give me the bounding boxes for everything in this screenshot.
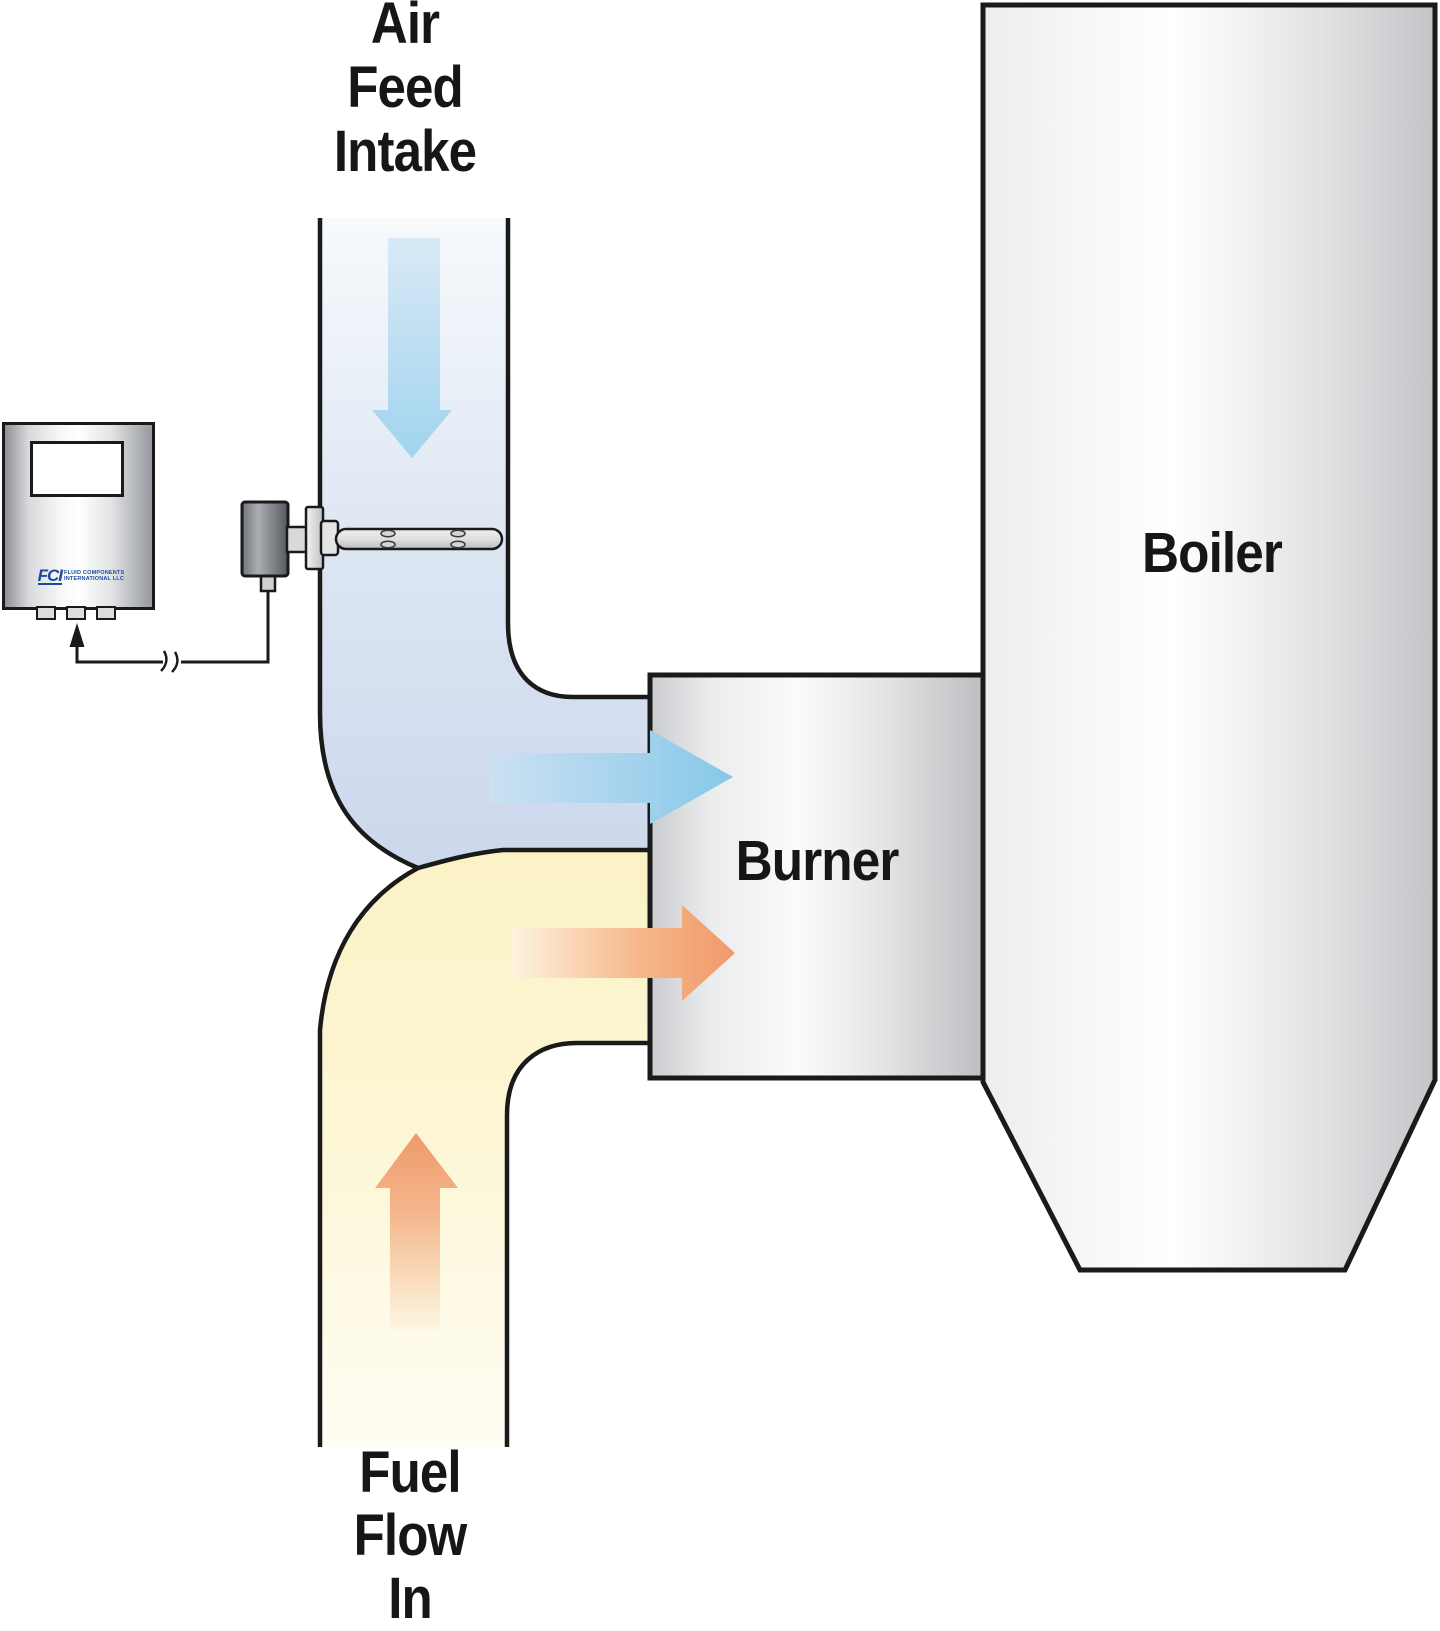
cable-break-mark — [171, 651, 179, 673]
fci-logo-text: FLUID COMPONENTS INTERNATIONAL LLC — [64, 570, 124, 582]
fuel-flow-in-label: Fuel Flow In — [322, 1441, 498, 1630]
boiler-vessel — [980, 2, 1438, 1273]
transmitter-foot — [36, 606, 56, 620]
air-flow-right-arrow — [490, 730, 733, 824]
fci-logo-text-line1: FLUID COMPONENTS — [64, 570, 125, 576]
probe-sensing-ports — [380, 529, 466, 549]
burner-vessel — [647, 672, 986, 1081]
air-flow-down-arrow — [372, 238, 452, 458]
sensor-head — [240, 500, 290, 578]
fuel-label-line3: In — [388, 1566, 432, 1631]
fuel-label-line2: Flow — [353, 1503, 468, 1568]
cable-break-mark — [160, 650, 168, 672]
air-label-line2: Feed — [347, 55, 463, 120]
transmitter-foot — [66, 606, 86, 620]
sensor-neck — [285, 525, 309, 554]
boiler-label: Boiler — [1141, 521, 1283, 585]
fci-logo: FCI FLUID COMPONENTS INTERNATIONAL LLC — [23, 563, 139, 589]
air-label-line3: Intake — [333, 119, 477, 184]
fuel-flow-right-arrow — [512, 905, 735, 1001]
duct-walls — [317, 218, 650, 1447]
flow-transmitter: FCI FLUID COMPONENTS INTERNATIONAL LLC — [2, 422, 155, 610]
burner-label: Burner — [735, 829, 900, 893]
transmitter-display — [30, 441, 124, 497]
sensor-probe — [334, 527, 504, 551]
fuel-label-line1: Fuel — [359, 1440, 461, 1505]
fuel-flow-up-arrow — [375, 1133, 458, 1330]
transmitter-foot — [96, 606, 116, 620]
fci-logo-text-line2: INTERNATIONAL LLC — [64, 576, 125, 582]
air-feed-intake-label: Air Feed Intake — [317, 0, 493, 184]
cable-arrowhead — [69, 623, 85, 647]
fci-logo-mark: FCI — [37, 565, 63, 585]
air-label-line1: Air — [370, 0, 440, 56]
signal-cable — [75, 590, 270, 673]
flow-sensor-assembly — [240, 500, 504, 593]
